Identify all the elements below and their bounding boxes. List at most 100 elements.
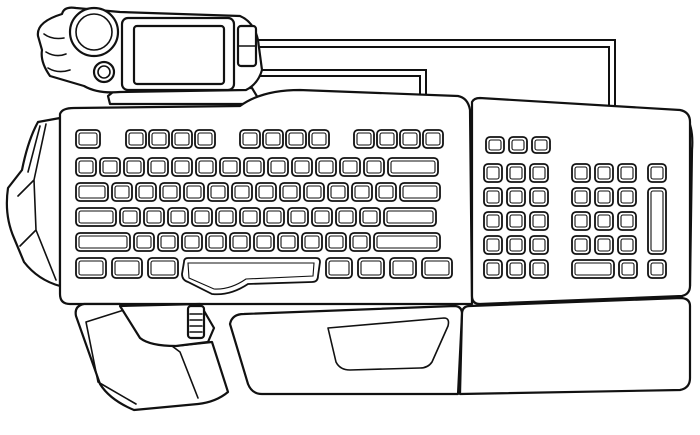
numpad-key[interactable]	[617, 187, 637, 207]
numpad-key[interactable]	[618, 259, 638, 279]
main-key[interactable]	[243, 157, 265, 177]
numpad-key[interactable]	[617, 163, 637, 183]
main-key[interactable]	[75, 207, 117, 227]
main-key[interactable]	[363, 157, 385, 177]
numpad-key[interactable]	[594, 235, 614, 255]
modifier-key[interactable]	[111, 257, 143, 279]
modifier-key[interactable]	[389, 257, 417, 279]
main-key[interactable]	[263, 207, 285, 227]
numpad-key[interactable]	[594, 163, 614, 183]
function-key[interactable]	[148, 129, 170, 149]
main-key[interactable]	[373, 232, 441, 252]
main-key[interactable]	[239, 207, 261, 227]
main-key[interactable]	[387, 157, 439, 177]
nav-key[interactable]	[529, 211, 549, 231]
function-key[interactable]	[262, 129, 284, 149]
main-key[interactable]	[183, 182, 205, 202]
main-key[interactable]	[171, 157, 193, 177]
nav-key[interactable]	[483, 211, 503, 231]
main-key[interactable]	[291, 157, 313, 177]
main-key[interactable]	[267, 157, 289, 177]
main-key[interactable]	[359, 207, 381, 227]
numpad-key[interactable]	[617, 211, 637, 231]
function-key[interactable]	[308, 129, 330, 149]
nav-key[interactable]	[483, 187, 503, 207]
main-key[interactable]	[215, 207, 237, 227]
main-key[interactable]	[303, 182, 325, 202]
main-key[interactable]	[253, 232, 275, 252]
modifier-key[interactable]	[147, 257, 179, 279]
nav-key[interactable]	[506, 211, 526, 231]
main-key[interactable]	[75, 157, 97, 177]
numpad-key[interactable]	[571, 235, 591, 255]
nav-key[interactable]	[529, 187, 549, 207]
main-key[interactable]	[191, 207, 213, 227]
main-key[interactable]	[335, 207, 357, 227]
main-key[interactable]	[181, 232, 203, 252]
function-key[interactable]	[285, 129, 307, 149]
main-key[interactable]	[351, 182, 373, 202]
numpad-key[interactable]	[571, 211, 591, 231]
numpad-key[interactable]	[571, 163, 591, 183]
main-key[interactable]	[287, 207, 309, 227]
nav-key[interactable]	[529, 259, 549, 279]
nav-key[interactable]	[529, 163, 549, 183]
function-key[interactable]	[125, 129, 147, 149]
main-key[interactable]	[375, 182, 397, 202]
control-key[interactable]	[421, 257, 453, 279]
main-key[interactable]	[75, 182, 109, 202]
main-key[interactable]	[111, 182, 133, 202]
escape-key[interactable]	[75, 129, 101, 149]
main-key[interactable]	[143, 207, 165, 227]
numpad-key[interactable]	[571, 187, 591, 207]
spacebar[interactable]	[181, 257, 321, 296]
modifier-key[interactable]	[325, 257, 353, 279]
numpad-key[interactable]	[617, 235, 637, 255]
nav-key[interactable]	[506, 259, 526, 279]
main-key[interactable]	[123, 157, 145, 177]
function-key[interactable]	[399, 129, 421, 149]
main-key[interactable]	[75, 232, 131, 252]
numpad-plus-key[interactable]	[647, 187, 667, 255]
numpad-enter-key[interactable]	[647, 259, 667, 279]
main-key[interactable]	[157, 232, 179, 252]
main-key[interactable]	[135, 182, 157, 202]
function-key[interactable]	[376, 129, 398, 149]
main-key[interactable]	[301, 232, 323, 252]
function-key[interactable]	[353, 129, 375, 149]
main-key[interactable]	[399, 182, 441, 202]
main-key[interactable]	[229, 232, 251, 252]
main-key[interactable]	[147, 157, 169, 177]
nav-key[interactable]	[506, 187, 526, 207]
rotary-dial-icon[interactable]	[68, 6, 120, 58]
media-key[interactable]	[508, 136, 528, 154]
main-key[interactable]	[349, 232, 371, 252]
numpad-key[interactable]	[594, 211, 614, 231]
nav-key[interactable]	[483, 163, 503, 183]
function-key[interactable]	[422, 129, 444, 149]
main-key[interactable]	[255, 182, 277, 202]
main-key[interactable]	[327, 182, 349, 202]
numpad-key[interactable]	[594, 187, 614, 207]
main-key[interactable]	[167, 207, 189, 227]
nav-key[interactable]	[506, 235, 526, 255]
main-key[interactable]	[195, 157, 217, 177]
nav-key[interactable]	[529, 235, 549, 255]
media-key[interactable]	[531, 136, 551, 154]
nav-key[interactable]	[506, 163, 526, 183]
main-key[interactable]	[219, 157, 241, 177]
scroll-wheel-icon[interactable]	[186, 304, 206, 340]
control-key[interactable]	[75, 257, 107, 279]
module-round-button[interactable]	[92, 60, 116, 84]
main-key[interactable]	[133, 232, 155, 252]
numpad-key[interactable]	[647, 163, 667, 183]
main-key[interactable]	[205, 232, 227, 252]
main-key[interactable]	[231, 182, 253, 202]
function-key[interactable]	[194, 129, 216, 149]
function-key[interactable]	[171, 129, 193, 149]
main-key[interactable]	[315, 157, 337, 177]
main-key[interactable]	[277, 232, 299, 252]
main-key[interactable]	[339, 157, 361, 177]
main-key[interactable]	[311, 207, 333, 227]
modifier-key[interactable]	[357, 257, 385, 279]
